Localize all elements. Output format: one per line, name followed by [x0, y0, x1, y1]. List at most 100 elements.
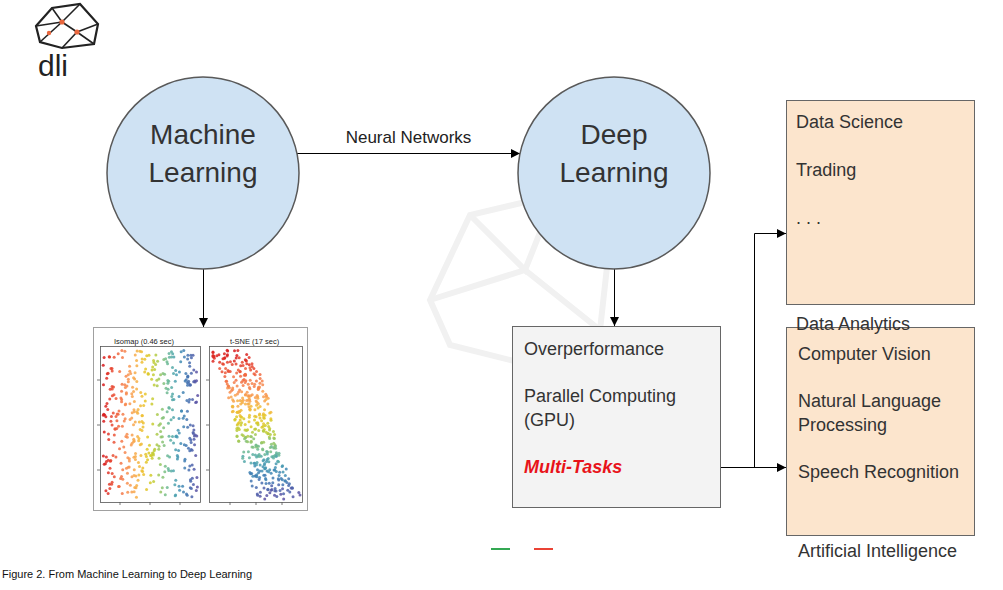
scatter-dot — [135, 380, 138, 383]
scatter-dot — [257, 387, 260, 390]
scatter-dot — [106, 408, 109, 411]
scatter-dot — [140, 469, 143, 472]
scatter-dot — [112, 454, 115, 457]
scatter-dot — [135, 388, 138, 391]
scatter-dot — [138, 465, 141, 468]
scatter-dot — [249, 462, 252, 465]
tick — [180, 502, 181, 505]
scatter-dot — [133, 400, 136, 403]
color-dash — [534, 548, 553, 550]
scatter-dot — [259, 405, 262, 408]
scatter-dot — [186, 426, 189, 429]
scatter-dot — [109, 467, 112, 470]
scatter-dot — [251, 485, 254, 488]
logo-dot — [47, 31, 51, 35]
scatter-dot — [275, 462, 278, 465]
scatter-dot — [269, 411, 272, 414]
scatter-dot — [144, 368, 147, 371]
scatter-dot — [274, 466, 277, 469]
scatter-dot — [260, 426, 263, 429]
scatter-dot — [278, 471, 281, 474]
tick — [256, 502, 257, 505]
scatter-dot — [246, 440, 249, 443]
scatter-dot — [270, 445, 273, 448]
feature-box: OverperformanceParallel Computing (GPU)M… — [512, 326, 721, 508]
scatter-dot — [108, 483, 111, 486]
scatter-dot — [170, 350, 173, 353]
scatter-dot — [113, 441, 116, 444]
scatter-dot — [121, 478, 124, 481]
scatter-dot — [254, 454, 257, 457]
scatter-dot — [254, 373, 257, 376]
scatter-dot — [154, 353, 157, 356]
scatter-dot — [180, 410, 183, 413]
scatter-dot — [166, 410, 169, 413]
scatter-dot — [212, 351, 215, 354]
scatter-dot — [253, 418, 256, 421]
arrow-connector — [203, 269, 204, 327]
scatter-dot — [108, 487, 111, 490]
scatter-dot — [190, 441, 193, 444]
scatter-dot — [269, 417, 272, 420]
scatter-dot — [226, 382, 229, 385]
scatter-dot — [183, 355, 186, 358]
arrow-connector — [721, 234, 786, 468]
scatter-dot — [226, 361, 229, 364]
scatter-dot — [255, 463, 258, 466]
scatter-dot — [117, 352, 120, 355]
scatter-dot — [264, 414, 267, 417]
scatter-dot — [162, 426, 165, 429]
scatter-dot — [250, 425, 253, 428]
scatter-dot — [275, 495, 278, 498]
scatter-dot — [121, 492, 124, 495]
scatter-dot — [152, 359, 155, 362]
scatter-dot — [193, 468, 196, 471]
scatter-dot — [236, 385, 239, 388]
scatter-dot — [250, 440, 253, 443]
scatter-dot — [237, 440, 240, 443]
scatter-dot — [262, 459, 265, 462]
scatter-dot — [151, 422, 154, 425]
scatter-dot — [195, 489, 198, 492]
scatter-dot — [162, 416, 165, 419]
scatter-dot — [107, 459, 110, 462]
scatter-dot — [267, 470, 270, 473]
scatter-dot — [262, 422, 265, 425]
scatter-dot — [168, 352, 171, 355]
scatter-dot — [194, 381, 197, 384]
scatter-dot — [235, 429, 238, 432]
scatter-dot — [109, 459, 112, 462]
scatter-dot — [239, 375, 242, 378]
scatter-dot — [192, 429, 195, 432]
scatter-dot — [123, 350, 126, 353]
scatter-dot — [239, 424, 242, 427]
scatter-dot — [147, 373, 150, 376]
scatter-dot — [237, 440, 240, 443]
scatter-dot — [151, 369, 154, 372]
scatter-dot — [151, 365, 154, 368]
scatter-dot — [250, 405, 253, 408]
scatter-dot — [257, 423, 260, 426]
scatter-dot — [195, 476, 198, 479]
scatter-dot — [241, 433, 244, 436]
scatter-dot — [107, 471, 110, 474]
scatter-dot — [146, 458, 149, 461]
scatter-dot — [109, 367, 112, 370]
scatter-dot — [257, 387, 260, 390]
tick — [120, 502, 121, 505]
scatter-dot — [135, 496, 138, 499]
scatter-dot — [141, 466, 144, 469]
scatter-dot — [172, 469, 175, 472]
tick — [230, 502, 231, 505]
scatter-dot — [137, 474, 140, 477]
scatter-dot — [105, 456, 108, 459]
scatter-dot — [212, 355, 215, 358]
scatter-dot — [142, 421, 145, 424]
scatter-dot — [174, 448, 177, 451]
scatter-dot — [186, 374, 189, 377]
scatter-dot — [291, 487, 294, 490]
logo-line — [62, 32, 77, 48]
scatter-dot — [280, 477, 283, 480]
scatter-dot — [134, 458, 137, 461]
scatter-dot — [248, 356, 251, 359]
